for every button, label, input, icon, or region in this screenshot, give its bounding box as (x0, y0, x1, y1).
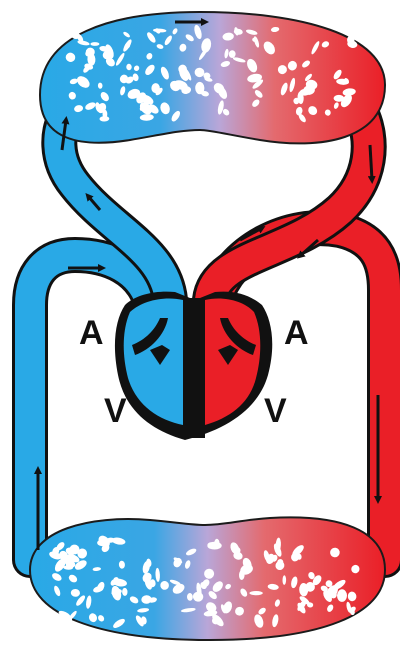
capillary-cell (90, 42, 99, 46)
heart (115, 292, 272, 440)
capillary-cell (354, 617, 362, 625)
arrow-pulmonary-vein-1 (370, 145, 372, 180)
pulmonary-capillary-bed (40, 12, 385, 143)
atrium-label-left: A (79, 316, 104, 350)
capillary-cell (249, 591, 262, 595)
ventricle-label-right: V (264, 394, 287, 428)
ventricle-label-left: V (104, 394, 127, 428)
systemic-capillary-bed (30, 517, 385, 640)
capillary-cell (208, 542, 222, 550)
atrium-label-right: A (284, 316, 309, 350)
left-heart-chambers (205, 299, 260, 426)
